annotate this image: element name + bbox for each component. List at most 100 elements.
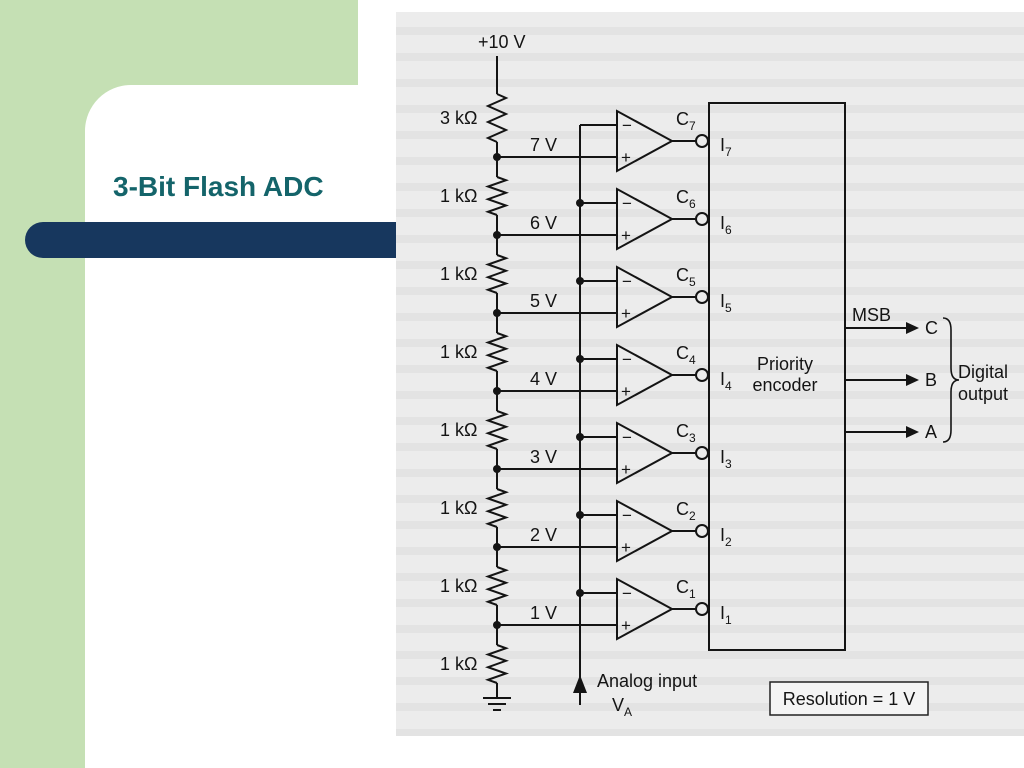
- comparator-minus-sign-7: −: [622, 116, 632, 135]
- circuit-symbols: [493, 109, 709, 641]
- comparator-label-3-letter: C: [676, 421, 689, 441]
- comparator-plus-sign-7: +: [621, 148, 631, 167]
- curly-brace-icon: [942, 317, 960, 443]
- resistor-1k-1: [484, 176, 510, 216]
- resistor-1k-6: [484, 566, 510, 606]
- resistor-value-label-1k-1: 1 kΩ: [440, 186, 477, 206]
- comparator-label-2-letter: C: [676, 499, 689, 519]
- ladder-node-dot-2: [493, 543, 501, 551]
- output-bit-b-label: B: [925, 370, 937, 390]
- comparator-label-3-subscript: 3: [689, 431, 696, 445]
- encoder-input-label-6-subscript: 6: [725, 223, 732, 237]
- resistor-1k-2: [484, 254, 510, 294]
- encoder-input-label-7: I7: [720, 135, 732, 159]
- slide-title: 3-Bit Flash ADC: [113, 171, 324, 202]
- comparator-label-6: C6: [676, 187, 696, 211]
- encoder-input-label-6: I6: [720, 213, 732, 237]
- comparator-minus-sign-2: −: [622, 506, 632, 525]
- digital-output-label-line-1: Digital: [958, 362, 1008, 382]
- comparator-label-4: C4: [676, 343, 696, 367]
- comparator-plus-sign-5: +: [621, 304, 631, 323]
- comparator-label-3: C3: [676, 421, 696, 445]
- resistor-1k-4: [484, 410, 510, 450]
- resistor-1k-7: [484, 644, 510, 684]
- arrow-right-icon: [906, 426, 919, 438]
- ladder-node-dot-6: [493, 231, 501, 239]
- reference-voltage-label-2: 2 V: [530, 525, 557, 545]
- inverting-bubble-3: [695, 446, 709, 460]
- comparator-plus-sign-4: +: [621, 382, 631, 401]
- resistor-1k-3: [484, 332, 510, 372]
- ladder-node-dot-7: [493, 153, 501, 161]
- arrow-up-icon: [573, 675, 587, 693]
- inverting-bubble-7: [695, 134, 709, 148]
- comparator-label-4-subscript: 4: [689, 353, 696, 367]
- comparator-plus-sign-1: +: [621, 616, 631, 635]
- comparator-plus-sign-6: +: [621, 226, 631, 245]
- reference-voltage-label-4: 4 V: [530, 369, 557, 389]
- reference-voltage-label-6: 6 V: [530, 213, 557, 233]
- ladder-node-dot-4: [493, 387, 501, 395]
- ladder-node-dot-1: [493, 621, 501, 629]
- inverting-bubble-5: [695, 290, 709, 304]
- comparator-minus-sign-1: −: [622, 584, 632, 603]
- encoder-input-label-3: I3: [720, 447, 732, 471]
- reference-voltage-label-3: 3 V: [530, 447, 557, 467]
- comparator-plus-sign-3: +: [621, 460, 631, 479]
- inverting-bubble-4: [695, 368, 709, 382]
- digital-output-label-line-2: output: [958, 384, 1008, 404]
- encoder-input-label-7-subscript: 7: [725, 145, 732, 159]
- ladder-node-dot-3: [493, 465, 501, 473]
- comparator-label-7-subscript: 7: [689, 119, 696, 133]
- circuit-labels: +10 V Priority encoder MSB C B A Digital…: [440, 32, 1008, 719]
- analog-input-tap-dot-2: [576, 511, 584, 519]
- encoder-input-label-4: I4: [720, 369, 732, 393]
- analog-input-tap-dot-5: [576, 277, 584, 285]
- analog-input-symbol-subscript: A: [624, 705, 632, 719]
- output-bit-c-label: C: [925, 318, 938, 338]
- arrow-right-icon: [906, 374, 919, 386]
- priority-encoder-label-line-2: encoder: [752, 375, 817, 395]
- comparator-label-2: C2: [676, 499, 696, 523]
- encoder-input-label-1-subscript: 1: [725, 613, 732, 627]
- encoder-input-label-2-subscript: 2: [725, 535, 732, 549]
- priority-encoder-box: [708, 102, 846, 651]
- comparator-minus-sign-3: −: [622, 428, 632, 447]
- resistor-value-label-1k-4: 1 kΩ: [440, 420, 477, 440]
- comparator-label-6-letter: C: [676, 187, 689, 207]
- inverting-bubble-1: [695, 602, 709, 616]
- encoder-input-label-5: I5: [720, 291, 732, 315]
- resistor-value-label-3k: 3 kΩ: [440, 108, 477, 128]
- comparator-triangle-7: [616, 109, 675, 173]
- comparator-label-1-subscript: 1: [689, 587, 696, 601]
- analog-input-tap-dot-6: [576, 199, 584, 207]
- resistor-value-label-1k-6: 1 kΩ: [440, 576, 477, 596]
- comparator-label-5-subscript: 5: [689, 275, 696, 289]
- encoder-input-label-1: I1: [720, 603, 732, 627]
- encoder-input-label-1-letter: I: [720, 603, 725, 623]
- resistor-value-label-1k-2: 1 kΩ: [440, 264, 477, 284]
- comparator-triangle-5: [616, 265, 675, 329]
- supply-voltage-label: +10 V: [478, 32, 526, 52]
- analog-input-symbol-letter: V: [612, 695, 624, 715]
- digital-output-lines: [845, 327, 907, 433]
- resistor-value-label-1k-5: 1 kΩ: [440, 498, 477, 518]
- inverting-bubble-2: [695, 524, 709, 538]
- output-bit-a-label: A: [925, 422, 937, 442]
- analog-input-tap-dot-1: [576, 589, 584, 597]
- comparator-label-7: C7: [676, 109, 696, 133]
- comparator-label-5-letter: C: [676, 265, 689, 285]
- comparator-label-4-letter: C: [676, 343, 689, 363]
- encoder-input-label-5-letter: I: [720, 291, 725, 311]
- comparator-triangle-2: [616, 499, 675, 563]
- comparator-label-2-subscript: 2: [689, 509, 696, 523]
- encoder-input-label-3-letter: I: [720, 447, 725, 467]
- encoder-input-label-2: I2: [720, 525, 732, 549]
- comparator-triangle-4: [616, 343, 675, 407]
- comparator-triangle-6: [616, 187, 675, 251]
- comparator-label-6-subscript: 6: [689, 197, 696, 211]
- comparator-minus-sign-6: −: [622, 194, 632, 213]
- resolution-note-box: [769, 681, 929, 716]
- ladder-node-dot-5: [493, 309, 501, 317]
